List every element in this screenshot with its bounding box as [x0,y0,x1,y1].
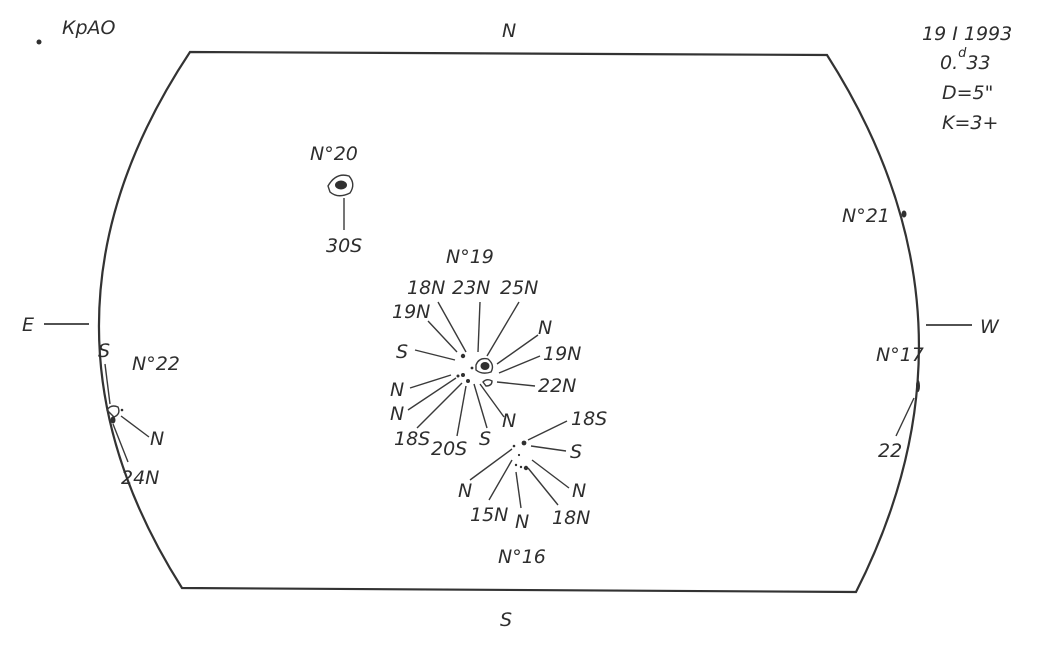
group-21-spot [901,210,907,218]
group-19-label-18s: 18S [394,428,430,450]
group-16: N°16 18S S N 15N N 18N N [458,408,607,568]
group-16-spot-a [521,440,527,446]
date-label: 19 I 1993 [922,23,1012,45]
group-21-number: N°21 [842,205,890,227]
time-label: 0.d33 [940,46,991,74]
group-17-label-22: 22 [878,440,902,462]
group-16-label-n-right: N [572,480,586,502]
group-19-leader-n-right [496,334,539,365]
group-19-label-19n-left: 19N [392,301,430,323]
group-22-leader-s [104,363,111,405]
group-16-label-18n: 18N [552,507,590,529]
group-16-label-s: S [570,441,582,463]
group-17: N°17 22 [876,344,924,462]
corner-dot [36,39,42,45]
group-16-leader-18s [527,420,568,441]
group-16-spot-b [512,444,516,448]
group-22-spot-a [110,416,116,424]
group-17-leader [895,397,915,437]
group-19-label-n-bottom: N [502,410,516,432]
group-21: N°21 [842,205,907,227]
group-20-number: N°20 [310,143,358,165]
group-22-leader-n [120,415,150,438]
group-19-label-22n: 22N [538,375,576,397]
group-16-spot-f [519,465,523,469]
group-16-label-18s: 18S [571,408,607,430]
group-19-leader-19n-left [427,320,458,353]
group-16-leader-s [530,445,567,452]
k-index-label: K=3+ [942,112,998,134]
group-16-leader-n-left [469,448,513,481]
observatory-label: КрАО [62,17,116,39]
group-19-leader-25n [486,301,520,357]
group-19-label-n-left-a: N [390,379,404,401]
group-19-leader-22n [496,381,536,387]
group-19-leader-n-left-a [409,374,452,389]
group-19-leader-18s [416,382,463,429]
group-19-leader-n-bottom [479,383,505,418]
group-19-leader-18n [437,301,467,353]
group-16-leader-15n [488,459,513,501]
group-19-label-25n: 25N [500,277,538,299]
group-16-leader-n-right [531,459,570,489]
south-label: S [500,609,512,631]
group-19-leader-23n [477,301,481,353]
diameter-label: D=5" [942,82,993,104]
group-22-label-n: N [150,428,164,450]
group-19-leader-n-left-b [407,377,457,411]
group-19-penumbra-small [482,379,493,387]
group-19-spot-c [461,373,465,377]
group-16-number: N°16 [498,546,546,568]
solar-disk-outline [97,50,920,594]
group-17-number: N°17 [876,344,924,366]
group-19-label-19n-right: 19N [543,343,581,365]
group-22: N°22 S N 24N [98,340,180,489]
group-19-label-s-left: S [396,341,408,363]
group-19-number: N°19 [446,246,494,268]
group-16-leader-n-bottom [515,471,522,509]
group-19-spot-e [470,366,474,370]
group-19-leader-s-bottom [473,383,488,429]
group-19-leader-19n-right [498,355,541,374]
group-17-spot [916,380,920,392]
group-19-penumbra-main [475,357,494,374]
group-22-spot-b [120,408,124,412]
group-20-label-30s: 30S [326,235,362,257]
group-16-spot-d [514,463,518,467]
group-22-number: N°22 [132,353,180,375]
group-22-label-24n: 24N [121,467,159,489]
group-19-leader-20s [456,385,467,437]
group-16-label-n-bottom: N [515,511,529,533]
group-20: N°20 30S [310,143,362,257]
north-label: N [502,20,516,42]
group-19-label-18n: 18N [407,277,445,299]
group-19-spot-a [460,353,466,359]
group-22-penumbra [106,405,120,418]
group-19-spot-d [466,379,470,383]
group-19-leader-s-left [414,349,456,361]
group-20-umbra [335,180,347,190]
group-19-label-n-left-b: N [390,403,404,425]
group-20-penumbra [327,174,354,197]
group-19: N°19 18N 23N 25N 19N N S 19N 22N N N 18S… [390,246,581,460]
group-22-leader-24n [112,423,129,463]
group-19-label-20s: 20S [431,438,467,460]
group-19-label-n-right: N [538,317,552,339]
group-16-leader-18n [527,467,559,506]
group-16-label-n-left: N [458,480,472,502]
west-label: W [980,316,1000,338]
group-19-label-s-bottom: S [479,428,491,450]
group-22-label-s: S [98,340,110,362]
east-label: E [22,314,34,336]
group-16-spot-e [523,465,529,471]
group-19-umbra-main [480,362,490,370]
group-16-spot-c [517,453,521,457]
group-19-spot-b [456,374,460,378]
group-16-label-15n: 15N [470,504,508,526]
group-19-label-23n: 23N [452,277,490,299]
